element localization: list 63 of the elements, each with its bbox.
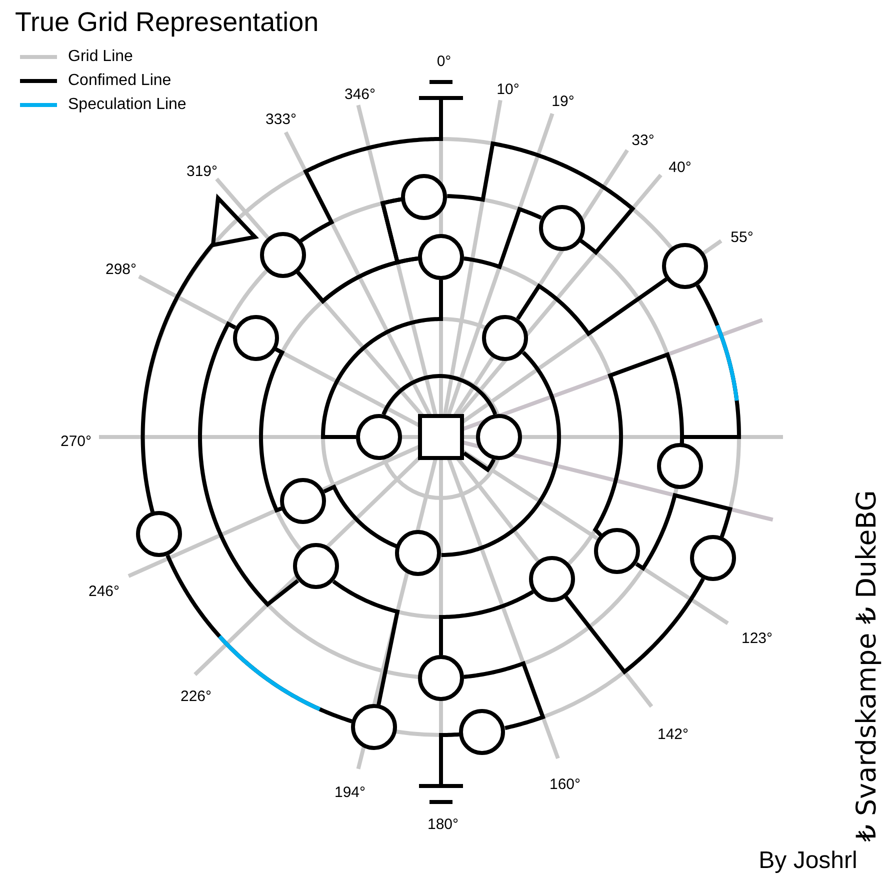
connector-line	[462, 451, 496, 472]
connector-line	[446, 141, 636, 256]
angle-label: 40°	[668, 159, 692, 177]
terminal-symbol	[419, 784, 463, 804]
circle-node	[476, 414, 522, 460]
angle-label: 346°	[344, 86, 376, 104]
angle-label: 226°	[180, 688, 212, 706]
connector-line	[462, 206, 543, 270]
credit-text: ₺ Svardskampe ₺ DukeBG	[852, 490, 882, 842]
circle-node	[280, 478, 326, 524]
angle-label: 246°	[88, 583, 120, 601]
connector-line	[635, 492, 733, 572]
connector-line	[323, 484, 398, 548]
circle-node	[690, 535, 736, 582]
connector-line	[140, 242, 214, 514]
circle-node	[136, 511, 182, 558]
angle-label: 142°	[657, 726, 689, 744]
angle-label: 123°	[741, 630, 773, 648]
circle-node	[260, 232, 306, 278]
angle-label: 180°	[427, 816, 459, 834]
terminal-symbol	[419, 80, 463, 100]
connector-line	[462, 660, 546, 730]
angle-label: 19°	[552, 93, 574, 111]
title: True Grid Representation	[15, 6, 319, 38]
connector-line	[320, 280, 443, 439]
circle-node	[395, 530, 442, 576]
connector-line	[440, 350, 561, 557]
angle-label: 0°	[436, 53, 452, 71]
circle-node	[538, 205, 584, 252]
angle-label: 33°	[632, 132, 654, 150]
connector-line	[382, 374, 498, 416]
square-node	[418, 414, 464, 460]
angle-label: 333°	[265, 111, 297, 129]
angle-label: 270°	[60, 433, 92, 451]
circle-node	[418, 234, 464, 280]
circle-node	[482, 315, 528, 362]
circle-node	[594, 528, 640, 574]
connector-line	[592, 352, 684, 537]
circle-node	[418, 655, 464, 701]
legend-label: Confimed Line	[68, 71, 172, 91]
connector-line	[439, 590, 534, 655]
circle-node	[528, 556, 575, 602]
connector-line	[198, 321, 300, 608]
angle-label: 55°	[730, 229, 754, 247]
connector-line	[439, 732, 461, 784]
angle-label: 194°	[334, 784, 366, 802]
connector-line	[299, 100, 443, 243]
connector-line	[564, 578, 705, 675]
angle-label: 319°	[186, 163, 218, 181]
circle-node	[662, 243, 708, 290]
connector-line	[332, 580, 400, 706]
legend-label: Grid Line	[68, 47, 133, 67]
circle-node	[356, 414, 402, 460]
circle-node	[232, 315, 279, 362]
angle-label: 298°	[105, 261, 137, 279]
angle-label: 160°	[549, 776, 581, 794]
legend-label: Speculation Line	[68, 95, 186, 115]
author-credit: By Joshrl	[758, 847, 858, 875]
connector-line	[296, 256, 420, 304]
angle-label: 10°	[496, 81, 520, 99]
circle-node	[292, 543, 339, 590]
connector-line	[516, 278, 668, 337]
connector-line	[259, 347, 285, 513]
